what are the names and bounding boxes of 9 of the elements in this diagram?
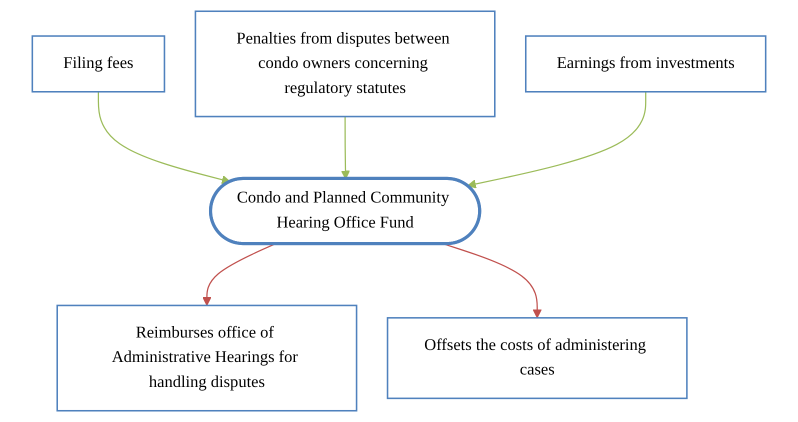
arrow (467, 92, 646, 188)
node-box: Offsets the costs of administering cases (386, 317, 688, 400)
arrow (202, 243, 276, 306)
node-box: Earnings from investments (524, 35, 766, 93)
node-box: Filing fees (32, 35, 166, 93)
node-box: Penalties from disputes between condo owners concerning regulatory statutes (194, 10, 496, 118)
node-box: Reimburses office of Administrative Hearings for handling disputes (56, 304, 358, 412)
arrow (98, 92, 231, 184)
arrow (444, 243, 542, 318)
